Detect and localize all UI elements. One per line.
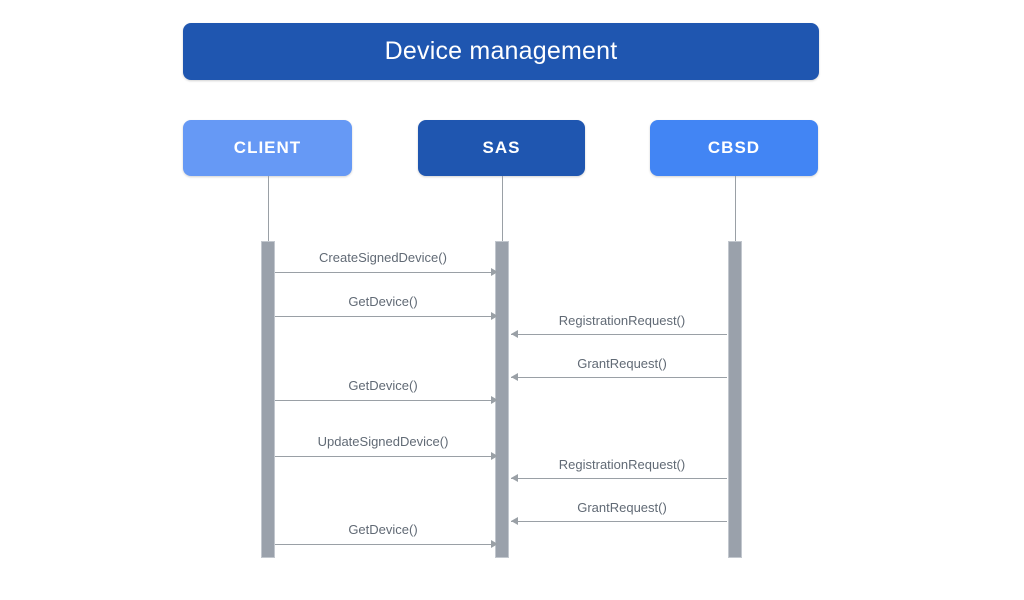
lifeline-client <box>268 176 269 242</box>
activation-bar-cbsd <box>728 241 742 558</box>
lifeline-cbsd <box>735 176 736 242</box>
message-line-8 <box>511 521 727 522</box>
participant-label-cbsd: CBSD <box>707 138 761 157</box>
message-arrowhead-4 <box>511 373 518 381</box>
message-line-5 <box>275 400 493 401</box>
activation-bar-client <box>261 241 275 558</box>
message-label-8: GrantRequest() <box>577 500 667 515</box>
message-line-4 <box>511 377 727 378</box>
participant-label-client: CLIENT <box>233 138 302 157</box>
message-arrowhead-5 <box>491 396 498 404</box>
participant-label-sas: SAS <box>482 138 521 157</box>
message-arrowhead-2 <box>491 312 498 320</box>
participant-header-sas[interactable]: SAS <box>418 120 585 176</box>
participant-header-client[interactable]: CLIENT <box>183 120 352 176</box>
message-label-2: GetDevice() <box>348 294 418 309</box>
message-label-9: GetDevice() <box>348 522 418 537</box>
message-line-6 <box>275 456 493 457</box>
message-line-9 <box>275 544 493 545</box>
message-arrowhead-6 <box>491 452 498 460</box>
message-label-7: RegistrationRequest() <box>558 457 686 472</box>
message-arrowhead-8 <box>511 517 518 525</box>
page-title: Device management <box>384 37 618 65</box>
message-line-2 <box>275 316 493 317</box>
message-arrowhead-7 <box>511 474 518 482</box>
participant-header-cbsd[interactable]: CBSD <box>650 120 818 176</box>
message-line-3 <box>511 334 727 335</box>
message-line-7 <box>511 478 727 479</box>
message-label-5: GetDevice() <box>348 378 418 393</box>
lifeline-sas <box>502 176 503 242</box>
message-label-1: CreateSignedDevice() <box>319 250 447 265</box>
message-label-6: UpdateSignedDevice() <box>317 434 449 449</box>
message-arrowhead-3 <box>511 330 518 338</box>
message-arrowhead-1 <box>491 268 498 276</box>
message-arrowhead-9 <box>491 540 498 548</box>
message-line-1 <box>275 272 493 273</box>
message-label-4: GrantRequest() <box>577 356 667 371</box>
diagram-title-banner: Device management <box>183 23 819 80</box>
message-label-3: RegistrationRequest() <box>558 313 686 328</box>
